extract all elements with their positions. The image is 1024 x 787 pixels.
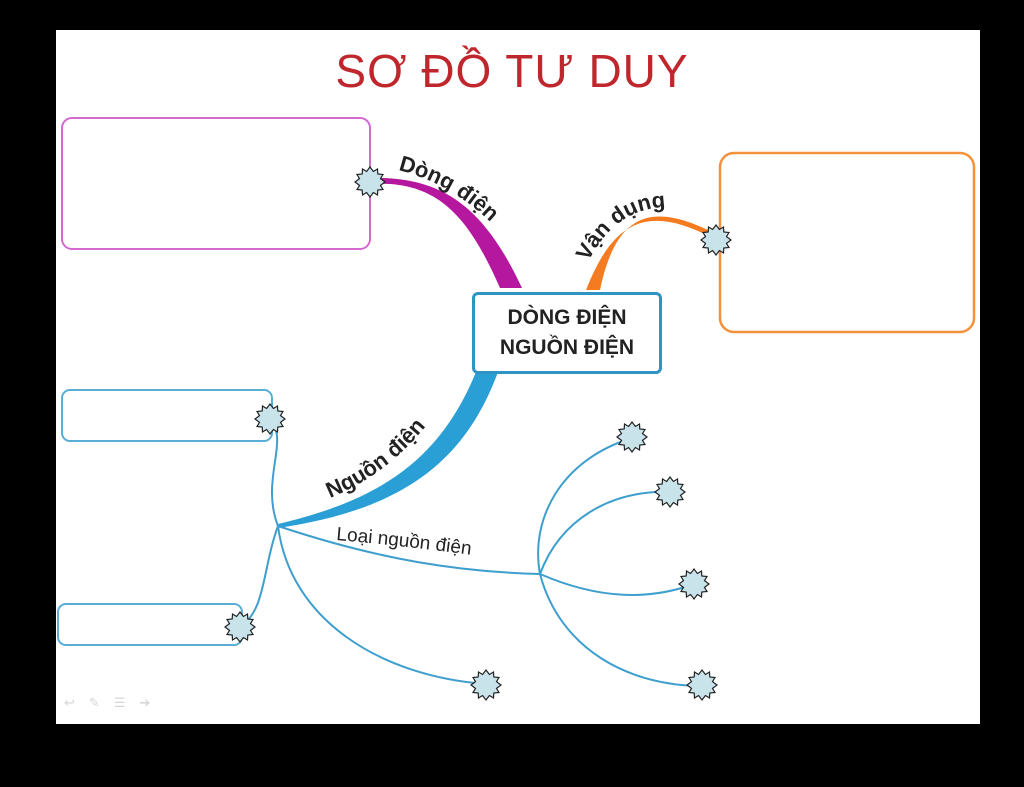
label-loai-nguon-dien: Loại nguồn điện bbox=[336, 524, 473, 560]
center-line-1: DÒNG ĐIỆN bbox=[507, 306, 627, 329]
center-line-2: NGUỒN ĐIỆN bbox=[499, 336, 635, 359]
pen-icon[interactable]: ✎ bbox=[88, 696, 100, 711]
box-nguon-dien-1[interactable] bbox=[61, 389, 273, 442]
node-bottom[interactable] bbox=[470, 669, 502, 701]
slideshow-toolbar: ↩ ✎ ☰ ➔ bbox=[64, 696, 150, 711]
node-loai-4[interactable] bbox=[686, 669, 718, 701]
node-dong-dien[interactable] bbox=[354, 166, 386, 198]
menu-icon[interactable]: ☰ bbox=[113, 696, 126, 711]
node-loai-3[interactable] bbox=[678, 568, 710, 600]
box-dong-dien[interactable] bbox=[61, 117, 371, 250]
branch-nguon-dien bbox=[278, 372, 498, 528]
branch-van-dung bbox=[586, 216, 716, 290]
page-title: SƠ ĐỒ TƯ DUY bbox=[335, 45, 689, 97]
branch-dong-dien bbox=[372, 177, 522, 288]
box-van-dung[interactable] bbox=[718, 151, 976, 334]
node-box-1[interactable] bbox=[254, 403, 286, 435]
box-nguon-dien-2[interactable] bbox=[57, 603, 243, 646]
slide bbox=[56, 30, 980, 724]
next-icon[interactable]: ➔ bbox=[139, 696, 151, 711]
previous-icon[interactable]: ↩ bbox=[64, 696, 75, 711]
node-loai-1[interactable] bbox=[616, 421, 648, 453]
label-van-dung: Vận dụng bbox=[571, 187, 666, 264]
center-topic[interactable]: DÒNG ĐIỆN NGUỒN ĐIỆN bbox=[472, 292, 662, 374]
label-dong-dien: Dòng điện bbox=[397, 151, 505, 226]
node-loai-2[interactable] bbox=[654, 476, 686, 508]
